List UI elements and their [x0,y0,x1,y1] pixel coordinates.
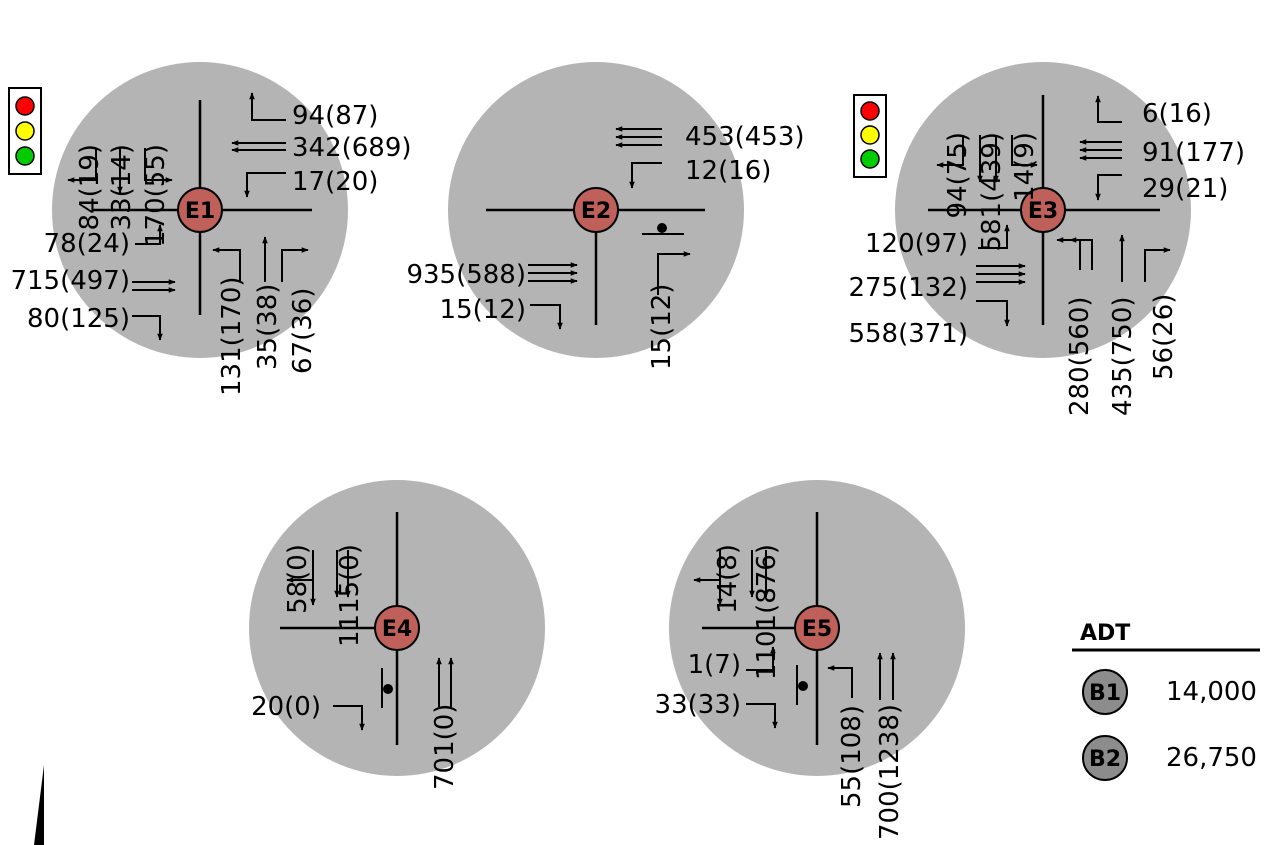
e2-vol-east-through: 453(453) [685,122,805,152]
e4-arrows [286,550,454,731]
e3-vol-west-right: 558(371) [848,319,968,349]
intersection-e1: E1 84(19) 33(14) 170(55) 94(87) 342(689)… [8,62,412,396]
e1-vol-west-right: 80(125) [27,304,130,334]
e4-vol-south-through: 701(0) [430,704,460,790]
e1-node [177,187,223,233]
e3-vol-west-through: 275(132) [848,273,968,303]
e5-vol-north-right: 14(8) [713,544,743,614]
e5-vol-north-through: 1101(876) [752,544,782,680]
e1-vol-south-through: 35(38) [253,284,283,370]
e1-vol-west-left: 78(24) [44,229,130,259]
legend-item-b1: B1 14,000 [1082,669,1257,715]
e2-vol-south-right: 15(12) [647,284,677,370]
intersection-e5: E5 14(8) 1101(876) 1(7) 33(33) 55(108) 7… [655,480,965,840]
e1-node-label: E1 [185,199,215,224]
e1-vol-west-through: 715(497) [10,266,130,296]
e1-vol-south-left: 131(170) [217,276,247,396]
e3-vol-east-right: 6(16) [1142,99,1212,129]
intersection-e3: E3 94(75) 581(439) 14(9) 6(16) 91(177) 2… [848,62,1245,416]
e3-vol-west-left: 120(97) [865,229,968,259]
e5-volumes: 14(8) 1101(876) 1(7) 33(33) 55(108) 700(… [655,544,905,840]
e2-vol-west-through: 935(588) [406,260,526,290]
north-arrow-icon [34,765,44,845]
legend-value-b2: 26,750 [1166,743,1257,773]
legend-node-b1 [1082,669,1128,715]
e4-vol-north-right: 58(0) [283,544,313,614]
e1-vol-east-right: 94(87) [292,101,378,131]
e5-node [794,605,840,651]
e4-stop-sign-icon [381,668,393,708]
e2-vol-west-right: 15(12) [440,295,526,325]
e3-node [1020,187,1066,233]
intersection-e4: E4 58(0) 1115(0) 20(0) 701(0) [249,480,545,790]
legend-node-b1-label: B1 [1089,681,1121,706]
e5-vol-west-right: 33(33) [655,690,741,720]
e3-volumes: 94(75) 581(439) 14(9) 6(16) 91(177) 29(2… [848,99,1245,416]
legend-value-b1: 14,000 [1166,677,1257,707]
e5-stop-sign-icon [796,665,808,705]
e2-node-label: E2 [581,199,611,224]
e1-vol-south-right: 67(36) [288,288,318,374]
e5-arrows [693,550,896,729]
legend-node-b2-label: B2 [1089,747,1121,772]
e5-vol-west-left: 1(7) [688,650,741,680]
e4-node-label: E4 [382,617,412,642]
e3-vol-north-left: 94(75) [943,132,973,218]
e1-vol-east-left: 17(20) [292,167,378,197]
e5-vol-south-left: 55(108) [837,705,867,808]
e1-vol-north-through: 33(14) [107,144,137,230]
e5-node-label: E5 [802,617,832,642]
e2-stop-sign-icon [642,223,684,235]
e3-arrows [936,95,1171,327]
e3-vol-north-through: 581(439) [977,132,1007,252]
e2-node [573,187,619,233]
e4-vol-north-through: 1115(0) [335,544,365,647]
e3-vol-south-left: 280(560) [1065,296,1095,416]
e3-signal-icon [853,94,887,178]
e3-vol-north-right: 14(9) [1010,132,1040,202]
e3-vol-south-right: 56(26) [1149,294,1179,380]
e4-node [374,605,420,651]
e1-volumes: 84(19) 33(14) 170(55) 94(87) 342(689) 17… [10,101,411,396]
e3-node-label: E3 [1028,199,1058,224]
e2-arrows [528,126,691,330]
e2-vol-east-left: 12(16) [685,156,771,186]
legend-item-b2: B2 26,750 [1082,735,1257,781]
e1-vol-north-right: 170(55) [141,144,171,247]
legend-node-b2 [1082,735,1128,781]
e1-vol-east-through: 342(689) [292,133,412,163]
e3-vol-east-left: 29(21) [1142,174,1228,204]
e3-vol-south-through: 435(750) [1108,296,1138,416]
e2-volumes: 453(453) 12(16) 935(588) 15(12) 15(12) [406,122,804,370]
e1-signal-icon [8,87,42,175]
e1-arrows [67,92,309,341]
e4-vol-west-right: 20(0) [251,692,321,722]
e3-vol-east-through: 91(177) [1142,138,1245,168]
adt-legend: ADT B1 14,000 B2 26,750 [1072,621,1260,781]
e5-vol-south-through: 700(1238) [875,704,905,840]
e4-volumes: 58(0) 1115(0) 20(0) 701(0) [251,544,460,790]
intersection-e2: E2 453(453) 12(16) 935(588) 15(12) 15(12… [406,62,805,370]
legend-title: ADT [1080,621,1130,646]
e1-vol-north-left: 84(19) [75,144,105,230]
